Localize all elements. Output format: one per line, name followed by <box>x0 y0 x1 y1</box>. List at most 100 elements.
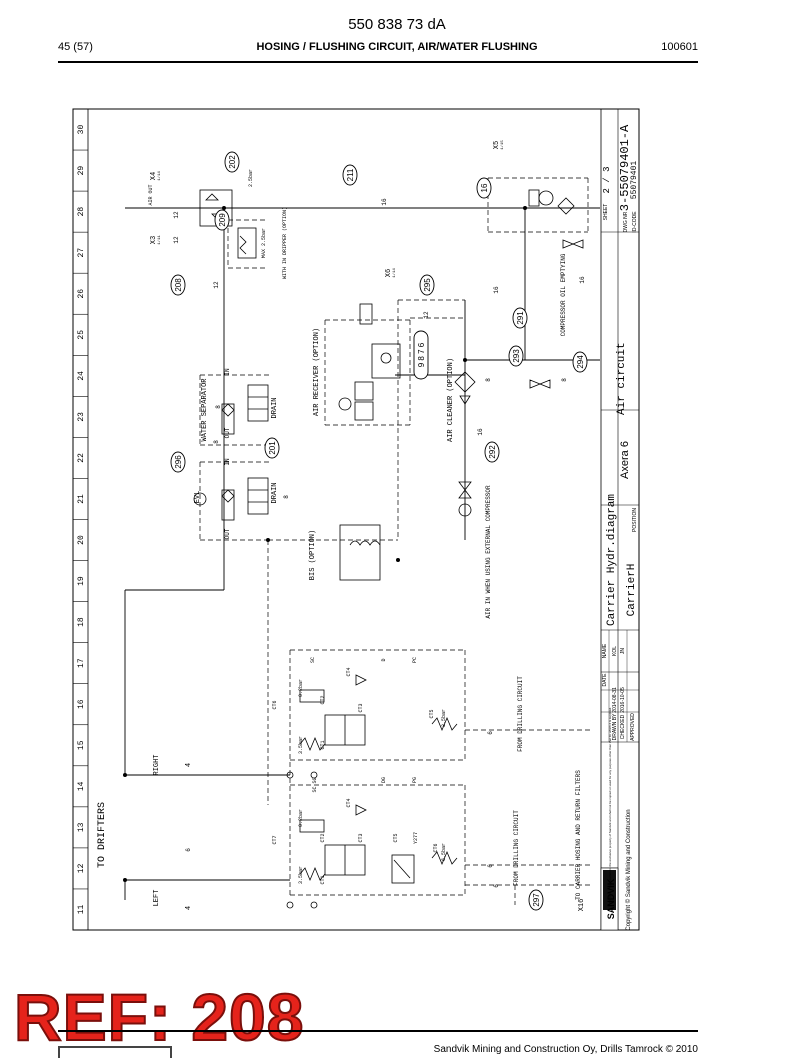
max-bar-label: MAX 2.5bar <box>261 228 267 258</box>
grid-column-ticks <box>73 108 88 931</box>
callout-outline <box>512 307 528 329</box>
x6-size-label: 1/14 <box>392 268 397 278</box>
header-rule <box>58 61 698 63</box>
grid-column-label: 22 <box>77 453 86 463</box>
document-number: 550 838 73 dA <box>348 16 446 33</box>
callout-bubble: 211 <box>342 164 358 186</box>
scsg-label: SC SG <box>312 777 318 792</box>
junction-dots <box>123 206 527 882</box>
callout-number: 9 8 7 6 <box>417 342 426 367</box>
line-size-label: 8 <box>485 378 492 382</box>
ct7-label: CT7 <box>272 835 278 844</box>
grid-column-label: 21 <box>77 494 86 504</box>
callout-outline <box>508 345 524 367</box>
dg-label: DG <box>381 777 387 783</box>
callout-outline <box>484 441 500 463</box>
line-size-label: 16 <box>381 198 388 206</box>
x5-label: X5 <box>493 141 501 149</box>
air-cleaner-label: AIR CLEANER (OPTION) <box>447 358 455 442</box>
ct2-label-a: CT2 <box>320 833 326 842</box>
drawn-label: DRAWN BY <box>612 713 618 740</box>
callout-number: 296 <box>174 455 183 469</box>
pc-label: PC <box>412 657 418 663</box>
callout-number: 295 <box>423 278 432 292</box>
x6-label: X6 <box>385 269 393 277</box>
grid-column-label: 24 <box>77 371 86 381</box>
title-product: Axera 6 <box>619 441 631 479</box>
grid-column-label: 25 <box>77 330 86 340</box>
sheet-value: 2 / 3 <box>602 166 612 193</box>
drain-label-1: DRAIN <box>271 397 279 418</box>
pressure-label-1: 0.2bar <box>298 679 304 697</box>
to-carrier-label: TO CARRIER HOSING AND RETURN FILTERS <box>575 770 582 900</box>
line-size-label: 8 <box>215 405 222 409</box>
footer-logo <box>58 1046 172 1058</box>
component-symbols <box>193 189 584 909</box>
callout-outline <box>342 164 358 186</box>
with-dripper-label: WITH IN DRIPPER (OPTION) <box>282 207 288 279</box>
callout-outline <box>419 274 435 296</box>
callout-bubble: 291 <box>512 307 528 329</box>
pressure-label-3: 0.2bar <box>298 809 304 827</box>
grid-column-label: 23 <box>77 412 86 422</box>
pressure-label-5: 3.5bar <box>441 709 447 727</box>
grid-column-label: 15 <box>77 740 86 750</box>
callout-number: 16 <box>480 183 489 192</box>
out-label-1: OUT <box>224 427 231 438</box>
line-size-label: 6 <box>487 731 494 735</box>
air-in-label: AIR IN WHEN USING EXTERNAL COMPRESSOR <box>485 485 492 619</box>
pg-label: PG <box>412 777 418 783</box>
compressor-oil-label: COMPRESSOR OIL EMPTYING <box>560 253 567 336</box>
water-separator-label: WATER SEPARATOR <box>201 378 209 442</box>
copyright-text: Copyright © Sandvik Mining and Construct… <box>625 809 632 930</box>
callout-number: 291 <box>516 311 525 325</box>
left-label: LEFT <box>153 890 161 907</box>
callout-outline <box>528 889 544 911</box>
checked-name: JN <box>620 648 626 655</box>
callout-bubble: 293 <box>508 345 524 367</box>
ct5-label-a: CT5 <box>393 833 399 842</box>
title-circuit: Air circuit <box>616 342 628 415</box>
bar-label: 2.5bar <box>248 169 254 187</box>
dwg-number: 3-55079401-A <box>618 124 632 211</box>
x3-size-label: 1/11 <box>157 235 162 245</box>
grid-column-label: 16 <box>77 699 86 709</box>
callout-number: 201 <box>268 441 277 455</box>
callout-bubble: 202 <box>224 151 240 173</box>
callout-bubble: 201 <box>264 437 280 459</box>
pressure-label-6: 6.5bar <box>441 843 447 861</box>
grid-column-label: 17 <box>77 658 86 668</box>
reference-stamp: REF: 208 <box>13 980 305 1054</box>
x3-label: X3 <box>150 236 158 244</box>
callout-outline <box>170 274 186 296</box>
ct6-label: CT6 <box>433 843 439 852</box>
ct4-label-b: CT4 <box>346 667 352 676</box>
pressure-label-4: 3.5bar <box>298 866 304 884</box>
grid-column-label: 12 <box>77 863 86 873</box>
x5-size-label: 1/15 <box>500 140 505 150</box>
in-label-2: IN <box>224 458 231 466</box>
notice-text: NOTICE: This document is the exclusive p… <box>608 707 612 903</box>
footer-rule <box>58 1030 698 1032</box>
from-drilling-label-1: FROM DRILLING CIRCUIT <box>517 676 524 752</box>
sheet-label: SHEET <box>603 204 609 221</box>
callout-bubble: 16 <box>476 177 492 199</box>
ct3-label-a: CT3 <box>358 833 364 842</box>
callout-number: 202 <box>228 155 237 169</box>
line-size-label: 8 <box>213 440 220 444</box>
callout-bubble: 295 <box>419 274 435 296</box>
grid-column-label: 28 <box>77 207 86 217</box>
right-size: 4 <box>185 763 193 767</box>
drawn-date: 2014-08-31 <box>612 687 618 713</box>
callout-number: 294 <box>576 355 585 369</box>
ct1-label-b: CT1 <box>320 740 326 749</box>
air-lines <box>124 207 600 900</box>
line-size-label: 16 <box>493 286 500 294</box>
air-out-label: AIR OUT <box>148 184 154 205</box>
callout-bubble: 294 <box>572 351 588 373</box>
drain-label-2: DRAIN <box>271 482 279 503</box>
pressure-label-2: 3.5bar <box>298 736 304 754</box>
line-size-label: 12 <box>213 281 220 289</box>
